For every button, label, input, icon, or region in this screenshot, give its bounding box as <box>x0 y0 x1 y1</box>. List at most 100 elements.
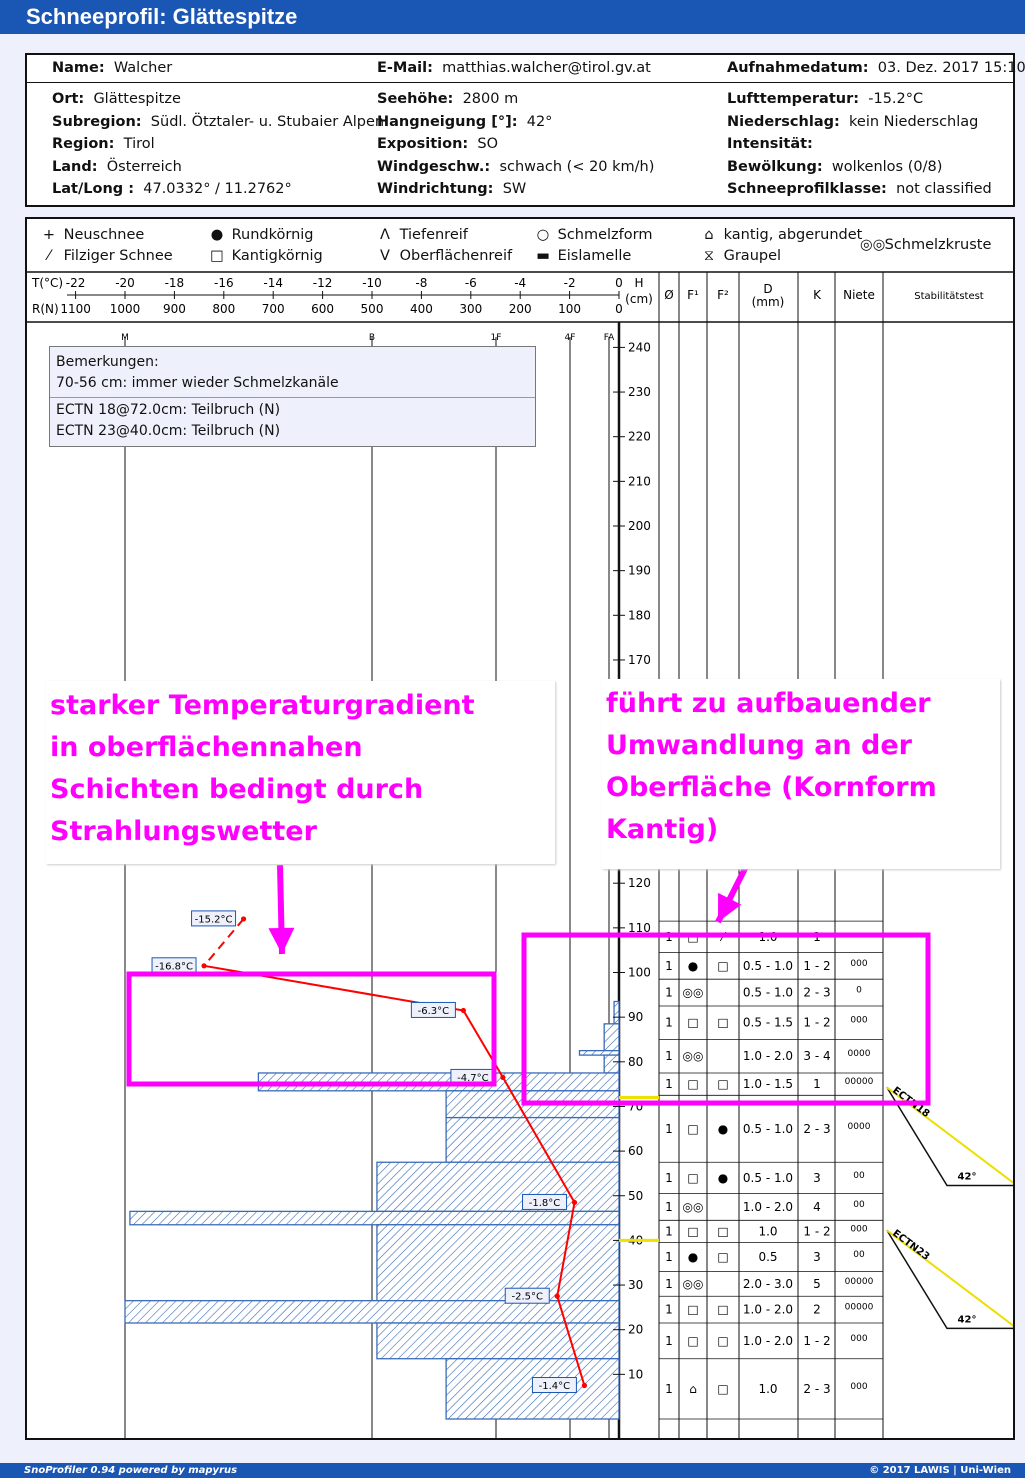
temperature-label-box <box>410 1001 456 1018</box>
legend-label: Neuschnee <box>59 227 145 243</box>
hardness-index: 5 <box>813 1277 821 1291</box>
meta-field: Region: Tirol <box>52 136 155 152</box>
niete-marks: 00000 <box>845 1277 874 1287</box>
table-header: Stabilitätstest <box>914 291 984 302</box>
legend-item: □ Kantigkörnig <box>207 248 323 264</box>
grain-form-secondary: □ <box>717 959 728 973</box>
grain-size: 1.0 - 2.0 <box>743 1049 793 1063</box>
temperature-segment <box>502 1076 576 1203</box>
layer-count: 1 <box>665 1250 673 1264</box>
hardness-index: 2 <box>813 1303 821 1317</box>
legend-item: V Oberflächenreif <box>375 248 512 264</box>
arrow-down-head <box>268 927 295 954</box>
callout-line: Umwandlung an der <box>606 730 912 761</box>
grain-shape-icon: V <box>380 248 390 264</box>
niete-marks: 000 <box>850 1016 867 1026</box>
meta-field: Seehöhe: 2800 m <box>377 91 519 107</box>
hand-hardness-label: M <box>121 333 129 343</box>
table-header: H <box>634 276 643 290</box>
hardness-bar <box>376 1161 620 1213</box>
niete-marks: 00 <box>853 1171 865 1181</box>
grain-form-primary: □ <box>687 1016 698 1030</box>
hand-hardness-label: FA <box>604 333 615 343</box>
grain-size: 0.5 - 1.0 <box>743 986 793 1000</box>
temperature-tick-label: -20 <box>115 276 135 290</box>
grain-form-secondary: □ <box>717 1334 728 1348</box>
resistance-tick-label: 300 <box>459 302 482 316</box>
height-tick-label: 20 <box>628 1323 643 1337</box>
temperature-tick-label: -8 <box>415 276 427 290</box>
grain-form-primary: ● <box>688 1250 698 1264</box>
grain-form-secondary: □ <box>717 1077 728 1091</box>
remarks-line: 70-56 cm: immer wieder Schmelzkanäle <box>56 375 339 391</box>
grain-shape-icon: ◎◎ <box>860 237 886 253</box>
temperature-tick-label: -4 <box>514 276 526 290</box>
niete-marks: 000 <box>850 1382 867 1392</box>
hardness-bar <box>578 1049 620 1056</box>
grain-shape-icon: ● <box>210 227 224 243</box>
legend-item: ⁄ Filziger Schnee <box>39 248 173 264</box>
legend-label: Graupel <box>719 248 782 264</box>
grain-shape-icon: □ <box>210 248 224 264</box>
grain-form-secondary: ● <box>718 1122 728 1136</box>
highlight-box-surface <box>521 932 931 1106</box>
header-divider <box>27 82 1013 83</box>
meta-field: Hangneigung [°]: 42° <box>377 113 553 130</box>
temperature-tick-label: -2 <box>564 276 576 290</box>
layer-count: 1 <box>665 1016 673 1030</box>
table-header: Ø <box>664 288 673 302</box>
grain-form-primary: ◎◎ <box>683 986 704 1000</box>
temperature-point <box>554 1293 560 1299</box>
layer-count: 1 <box>665 1122 673 1136</box>
resistance-tick-label: 900 <box>163 302 186 316</box>
meta-field: Bewölkung: wolkenlos (0/8) <box>727 158 943 175</box>
resistance-tick-label: 800 <box>212 302 235 316</box>
table-header: (mm) <box>752 295 785 309</box>
temperature-tick-label: 0 <box>615 276 623 290</box>
hardness-index: 3 <box>813 1171 821 1185</box>
height-tick-label: 120 <box>628 876 651 890</box>
hardness-index: 1 - 2 <box>803 1016 830 1030</box>
legend-label: Schmelzkruste <box>880 237 992 253</box>
grain-form-secondary: □ <box>717 1382 728 1396</box>
grain-shape-icon: ⁄ <box>47 248 51 264</box>
table-header: F¹ <box>687 288 699 302</box>
legend-label: Eislamelle <box>553 248 632 264</box>
legend-item: ◎◎ Schmelzkruste <box>860 237 991 253</box>
hardness-bar <box>445 1116 620 1163</box>
remarks-line: ECTN 18@72.0cm: Teilbruch (N) <box>56 402 281 418</box>
grain-size: 0.5 - 1.0 <box>743 959 793 973</box>
table-header: K <box>813 288 822 302</box>
observer-email: E-Mail: matthias.walcher@tirol.gv.at <box>377 60 651 76</box>
grain-form-secondary: □ <box>717 1303 728 1317</box>
grain-size: 1.0 - 2.0 <box>743 1303 793 1317</box>
hardness-index: 2 - 3 <box>803 986 830 1000</box>
legend-label: Oberflächenreif <box>395 248 513 264</box>
footer: SnoProfiler 0.94 powered by mapyrus © 20… <box>0 1463 1025 1478</box>
stability-test-slope <box>886 1229 1013 1327</box>
highlight-box-temperature <box>126 971 497 1087</box>
callout-line: führt zu aufbauender <box>606 688 931 719</box>
legend-item: + Neuschnee <box>39 227 144 243</box>
temperature-label-box <box>504 1287 550 1304</box>
temperature-segment <box>203 918 245 967</box>
remarks-line: ECTN 23@40.0cm: Teilbruch (N) <box>56 423 281 439</box>
height-tick-label: 180 <box>628 608 651 622</box>
temperature-point <box>581 1382 588 1389</box>
hardness-bar <box>376 1322 620 1360</box>
layer-count: 1 <box>665 1303 673 1317</box>
legend-label: Filziger Schnee <box>59 248 173 264</box>
grain-size: 1.0 - 2.0 <box>743 1200 793 1214</box>
hardness-index: 4 <box>813 1200 821 1214</box>
temperature-label: -1.8°C <box>529 1198 561 1209</box>
temperature-tick-label: -6 <box>465 276 477 290</box>
grain-size: 0.5 - 1.0 <box>743 1122 793 1136</box>
temperature-label-box <box>191 910 237 927</box>
grain-form-primary: ⌂ <box>689 1382 697 1396</box>
niete-marks: 0000 <box>848 1122 871 1132</box>
temperature-tick-label: -18 <box>165 276 185 290</box>
layer-count: 1 <box>665 1382 673 1396</box>
layer-count: 1 <box>665 1224 673 1238</box>
meta-field: Niederschlag: kein Niederschlag <box>727 113 979 130</box>
grain-form-primary: □ <box>687 1303 698 1317</box>
